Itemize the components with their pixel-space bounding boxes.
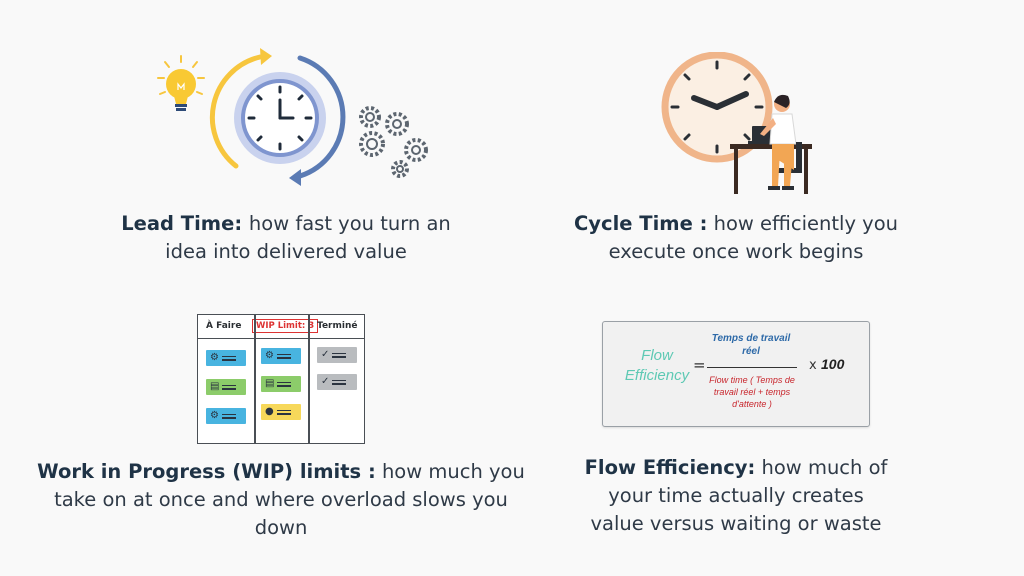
gears-icon	[359, 106, 428, 178]
fraction-bar	[707, 367, 797, 368]
board-header: À Faire WIP Limit: 3 Terminé	[198, 315, 364, 339]
check-icon: ✓	[321, 376, 330, 387]
cycle-time-desc-1: how efficiently you	[713, 212, 899, 235]
numerator-line: réel	[742, 346, 760, 357]
formula-numerator: Temps de travail réel	[707, 332, 795, 358]
clipboard-icon: ▤	[265, 378, 275, 389]
lead-time-desc-1: how fast you turn an	[248, 212, 451, 235]
formula-label: Flow Efficiency	[617, 346, 697, 386]
task-card: ✓	[317, 374, 357, 390]
cycle-time-caption: Cycle Time : how efficiently you execute…	[548, 210, 924, 266]
clock-icon	[234, 72, 326, 164]
column-divider	[308, 315, 310, 443]
formula-denominator: Flow time ( Temps de travail réel + temp…	[707, 374, 797, 410]
person-at-desk-icon	[730, 94, 812, 194]
wall-clock-icon	[661, 52, 773, 163]
task-card: ⚙	[206, 408, 246, 424]
lightbulb-icon: ●	[265, 406, 274, 417]
flow-efficiency-formula: Flow Efficiency = Temps de travail réel …	[602, 321, 870, 427]
task-card: ⚙	[261, 348, 301, 364]
flow-efficiency-desc-1: how much of	[761, 456, 888, 479]
formula-multiplier: 100	[821, 356, 845, 372]
cycle-arrows-icon	[209, 48, 346, 186]
wip-desc-1: how much you	[381, 460, 525, 483]
lead-time-colon: :	[234, 212, 249, 235]
wip-desc-2: take on at once and where overload slows…	[54, 488, 508, 511]
task-card: ⚙	[206, 350, 246, 366]
lead-time-title: Lead Time	[121, 212, 235, 235]
lead-time-desc-2: idea into delivered value	[165, 240, 407, 263]
task-card: ▤	[206, 379, 246, 395]
wip-title: Work in Progress (WIP) limits :	[37, 460, 376, 483]
denominator-line: d'attente )	[732, 399, 772, 409]
column-done-label: Terminé	[317, 321, 358, 331]
column-divider	[254, 315, 256, 443]
cycle-time-illustration	[661, 52, 812, 194]
formula-label-line: Efficiency	[624, 367, 690, 384]
gear-icon: ⚙	[210, 410, 219, 421]
flow-efficiency-desc-2: your time actually creates	[608, 484, 864, 507]
kanban-board: À Faire WIP Limit: 3 Terminé ⚙ ▤ ⚙ ⚙ ▤ ●…	[197, 314, 365, 444]
task-card: ▤	[261, 376, 301, 392]
cycle-time-desc-2: execute once work begins	[608, 240, 864, 263]
formula-times: x	[809, 358, 817, 373]
lead-time-caption: Lead Time: how fast you turn an idea int…	[96, 210, 476, 266]
gear-icon: ⚙	[210, 352, 219, 363]
column-todo-label: À Faire	[206, 321, 242, 331]
lightbulb-icon	[157, 55, 205, 111]
lead-time-illustration	[157, 48, 428, 186]
denominator-line: Flow time ( Temps de	[709, 375, 795, 385]
task-card: ●	[261, 404, 301, 420]
flow-efficiency-caption: Flow Efficiency: how much of your time a…	[548, 454, 924, 538]
check-icon: ✓	[321, 349, 330, 360]
clipboard-icon: ▤	[210, 381, 220, 392]
gear-icon: ⚙	[265, 350, 274, 361]
wip-caption: Work in Progress (WIP) limits : how much…	[20, 458, 542, 542]
denominator-line: travail réel + temps	[713, 387, 791, 397]
formula-equals: =	[693, 356, 706, 374]
flow-efficiency-desc-3: value versus waiting or waste	[590, 512, 882, 535]
task-card: ✓	[317, 347, 357, 363]
formula-label-line: Flow	[641, 347, 673, 364]
wip-desc-3: down	[254, 516, 308, 539]
flow-efficiency-title: Flow Efficiency:	[584, 456, 756, 479]
wip-limit-badge: WIP Limit: 3	[252, 319, 319, 333]
numerator-line: Temps de travail	[711, 333, 791, 344]
cycle-time-title: Cycle Time :	[573, 212, 708, 235]
